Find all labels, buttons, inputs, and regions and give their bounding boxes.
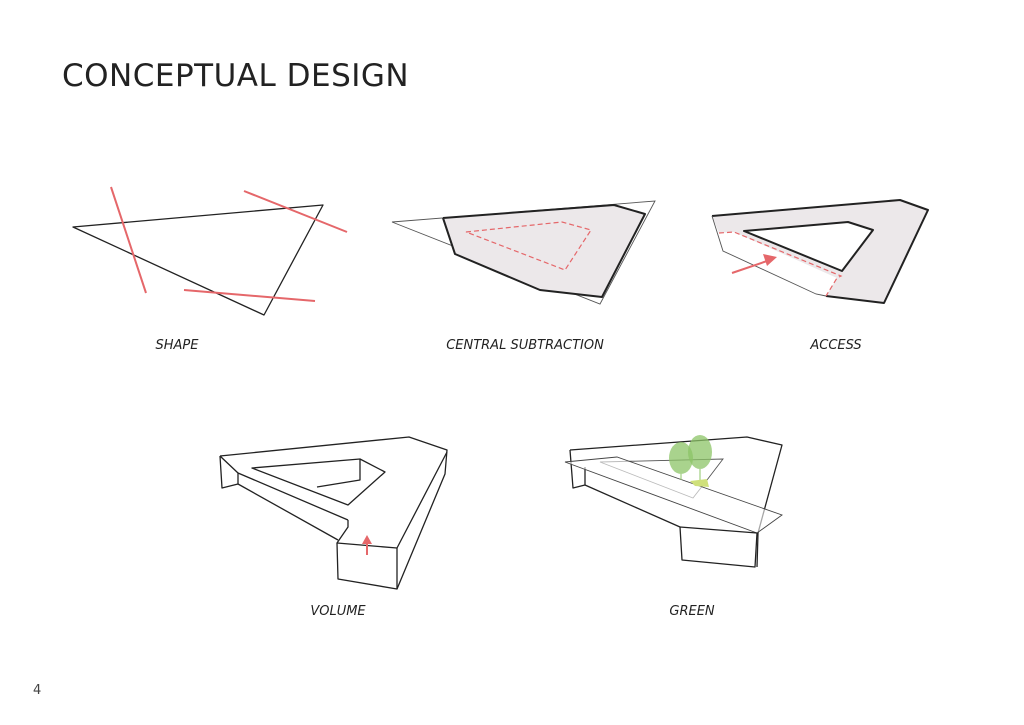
central-subtraction-diagram (391, 200, 656, 305)
volume-diagram (219, 436, 448, 590)
diagram-label-volume: VOLUME (310, 604, 366, 619)
shape-diagram (72, 186, 348, 316)
page-number: 4 (33, 683, 42, 698)
tree-icon (688, 435, 712, 469)
access-diagram (711, 199, 929, 304)
tree-icon (669, 442, 693, 474)
green-diagram (564, 435, 783, 568)
diagram-label-access: ACCESS (810, 338, 862, 353)
diagram-label-central-subtraction: CENTRAL SUBTRACTION (446, 338, 604, 353)
diagram-label-green: GREEN (669, 604, 715, 619)
diagram-label-shape: SHAPE (155, 338, 199, 353)
page-title: CONCEPTUAL DESIGN (62, 58, 410, 94)
